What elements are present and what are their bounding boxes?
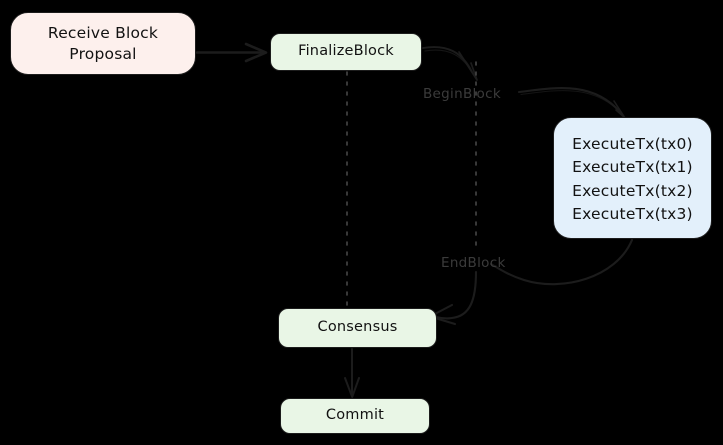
node-label-line: Commit [325,407,385,424]
edge-label-end-block: EndBlock [441,255,506,271]
node-label-line: Proposal [69,44,137,63]
node-label-line: Consensus [317,319,398,336]
edge-label-begin-block: BeginBlock [423,86,501,102]
node-label-line: ExecuteTx(tx2) [572,181,693,200]
node-label-line: ExecuteTx(tx1) [572,158,693,177]
node-commit[interactable]: Commit [280,398,430,434]
node-consensus[interactable]: Consensus [278,308,437,348]
node-label-line: ExecuteTx(tx3) [572,204,693,223]
edge-execute-to-end [489,238,634,286]
node-label-line: ExecuteTx(tx0) [572,134,693,153]
edge-begin-to-execute [517,87,626,119]
edge-finalize-to-begin [422,46,478,81]
node-label-line: FinalizeBlock [298,43,394,60]
edge-receive-to-finalize [195,42,268,63]
node-label-line: Receive Block [47,24,159,43]
node-finalize-block[interactable]: FinalizeBlock [270,33,422,71]
edge-consensus-to-commit [344,348,360,398]
node-receive-block-proposal[interactable]: Receive Block Proposal [10,12,196,75]
node-execute-tx[interactable]: ExecuteTx(tx0) ExecuteTx(tx1) ExecuteTx(… [553,117,712,239]
